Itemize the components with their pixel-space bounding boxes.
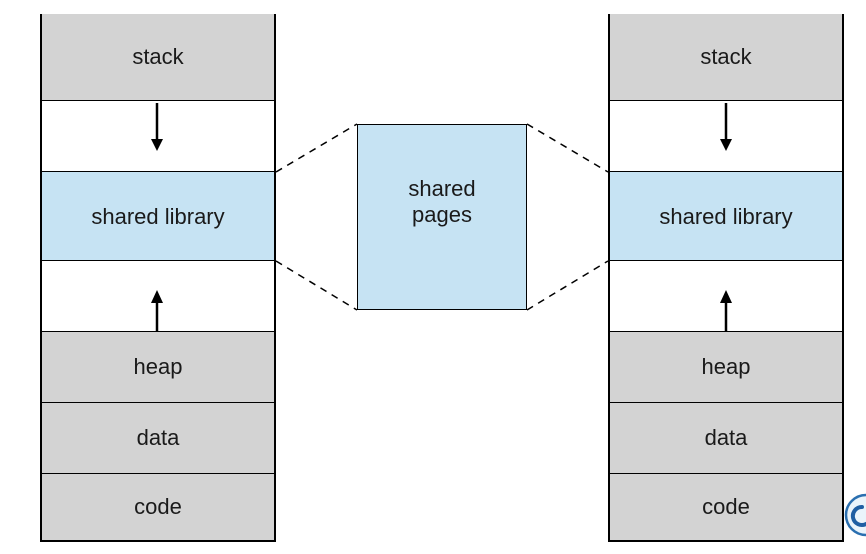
segment-divider — [42, 331, 274, 332]
segment-stack: stack — [42, 14, 274, 100]
arrow-down-icon — [720, 103, 732, 151]
segment-divider — [610, 100, 842, 101]
segment-data: data — [610, 403, 842, 473]
shared-pages-label: shared pages — [408, 176, 476, 227]
publisher-logo-icon — [844, 493, 866, 537]
segment-divider — [42, 402, 274, 403]
segment-code: code — [42, 474, 274, 540]
arrow-up-icon — [720, 290, 732, 331]
process-address-space-left: stack shared library heap data code — [40, 14, 276, 542]
shared-pages-block: shared pages — [357, 124, 527, 310]
arrow-up-icon — [151, 290, 163, 331]
segment-divider — [42, 100, 274, 101]
segment-divider — [610, 473, 842, 474]
mapping-line-right-top — [526, 123, 609, 173]
segment-heap: heap — [610, 332, 842, 402]
segment-divider — [42, 260, 274, 261]
segment-divider — [610, 331, 842, 332]
segment-data: data — [42, 403, 274, 473]
segment-shared-library: shared library — [610, 172, 842, 261]
mapping-line-right-bottom — [526, 260, 609, 311]
segment-code: code — [610, 474, 842, 540]
segment-stack: stack — [610, 14, 842, 100]
arrow-down-icon — [151, 103, 163, 151]
segment-divider — [42, 473, 274, 474]
segment-divider — [610, 402, 842, 403]
mapping-line-left-bottom — [275, 260, 358, 311]
segment-divider — [42, 171, 274, 172]
segment-heap: heap — [42, 332, 274, 402]
segment-shared-library: shared library — [42, 172, 274, 261]
mapping-line-left-top — [275, 123, 358, 173]
segment-divider — [610, 260, 842, 261]
segment-divider — [610, 171, 842, 172]
